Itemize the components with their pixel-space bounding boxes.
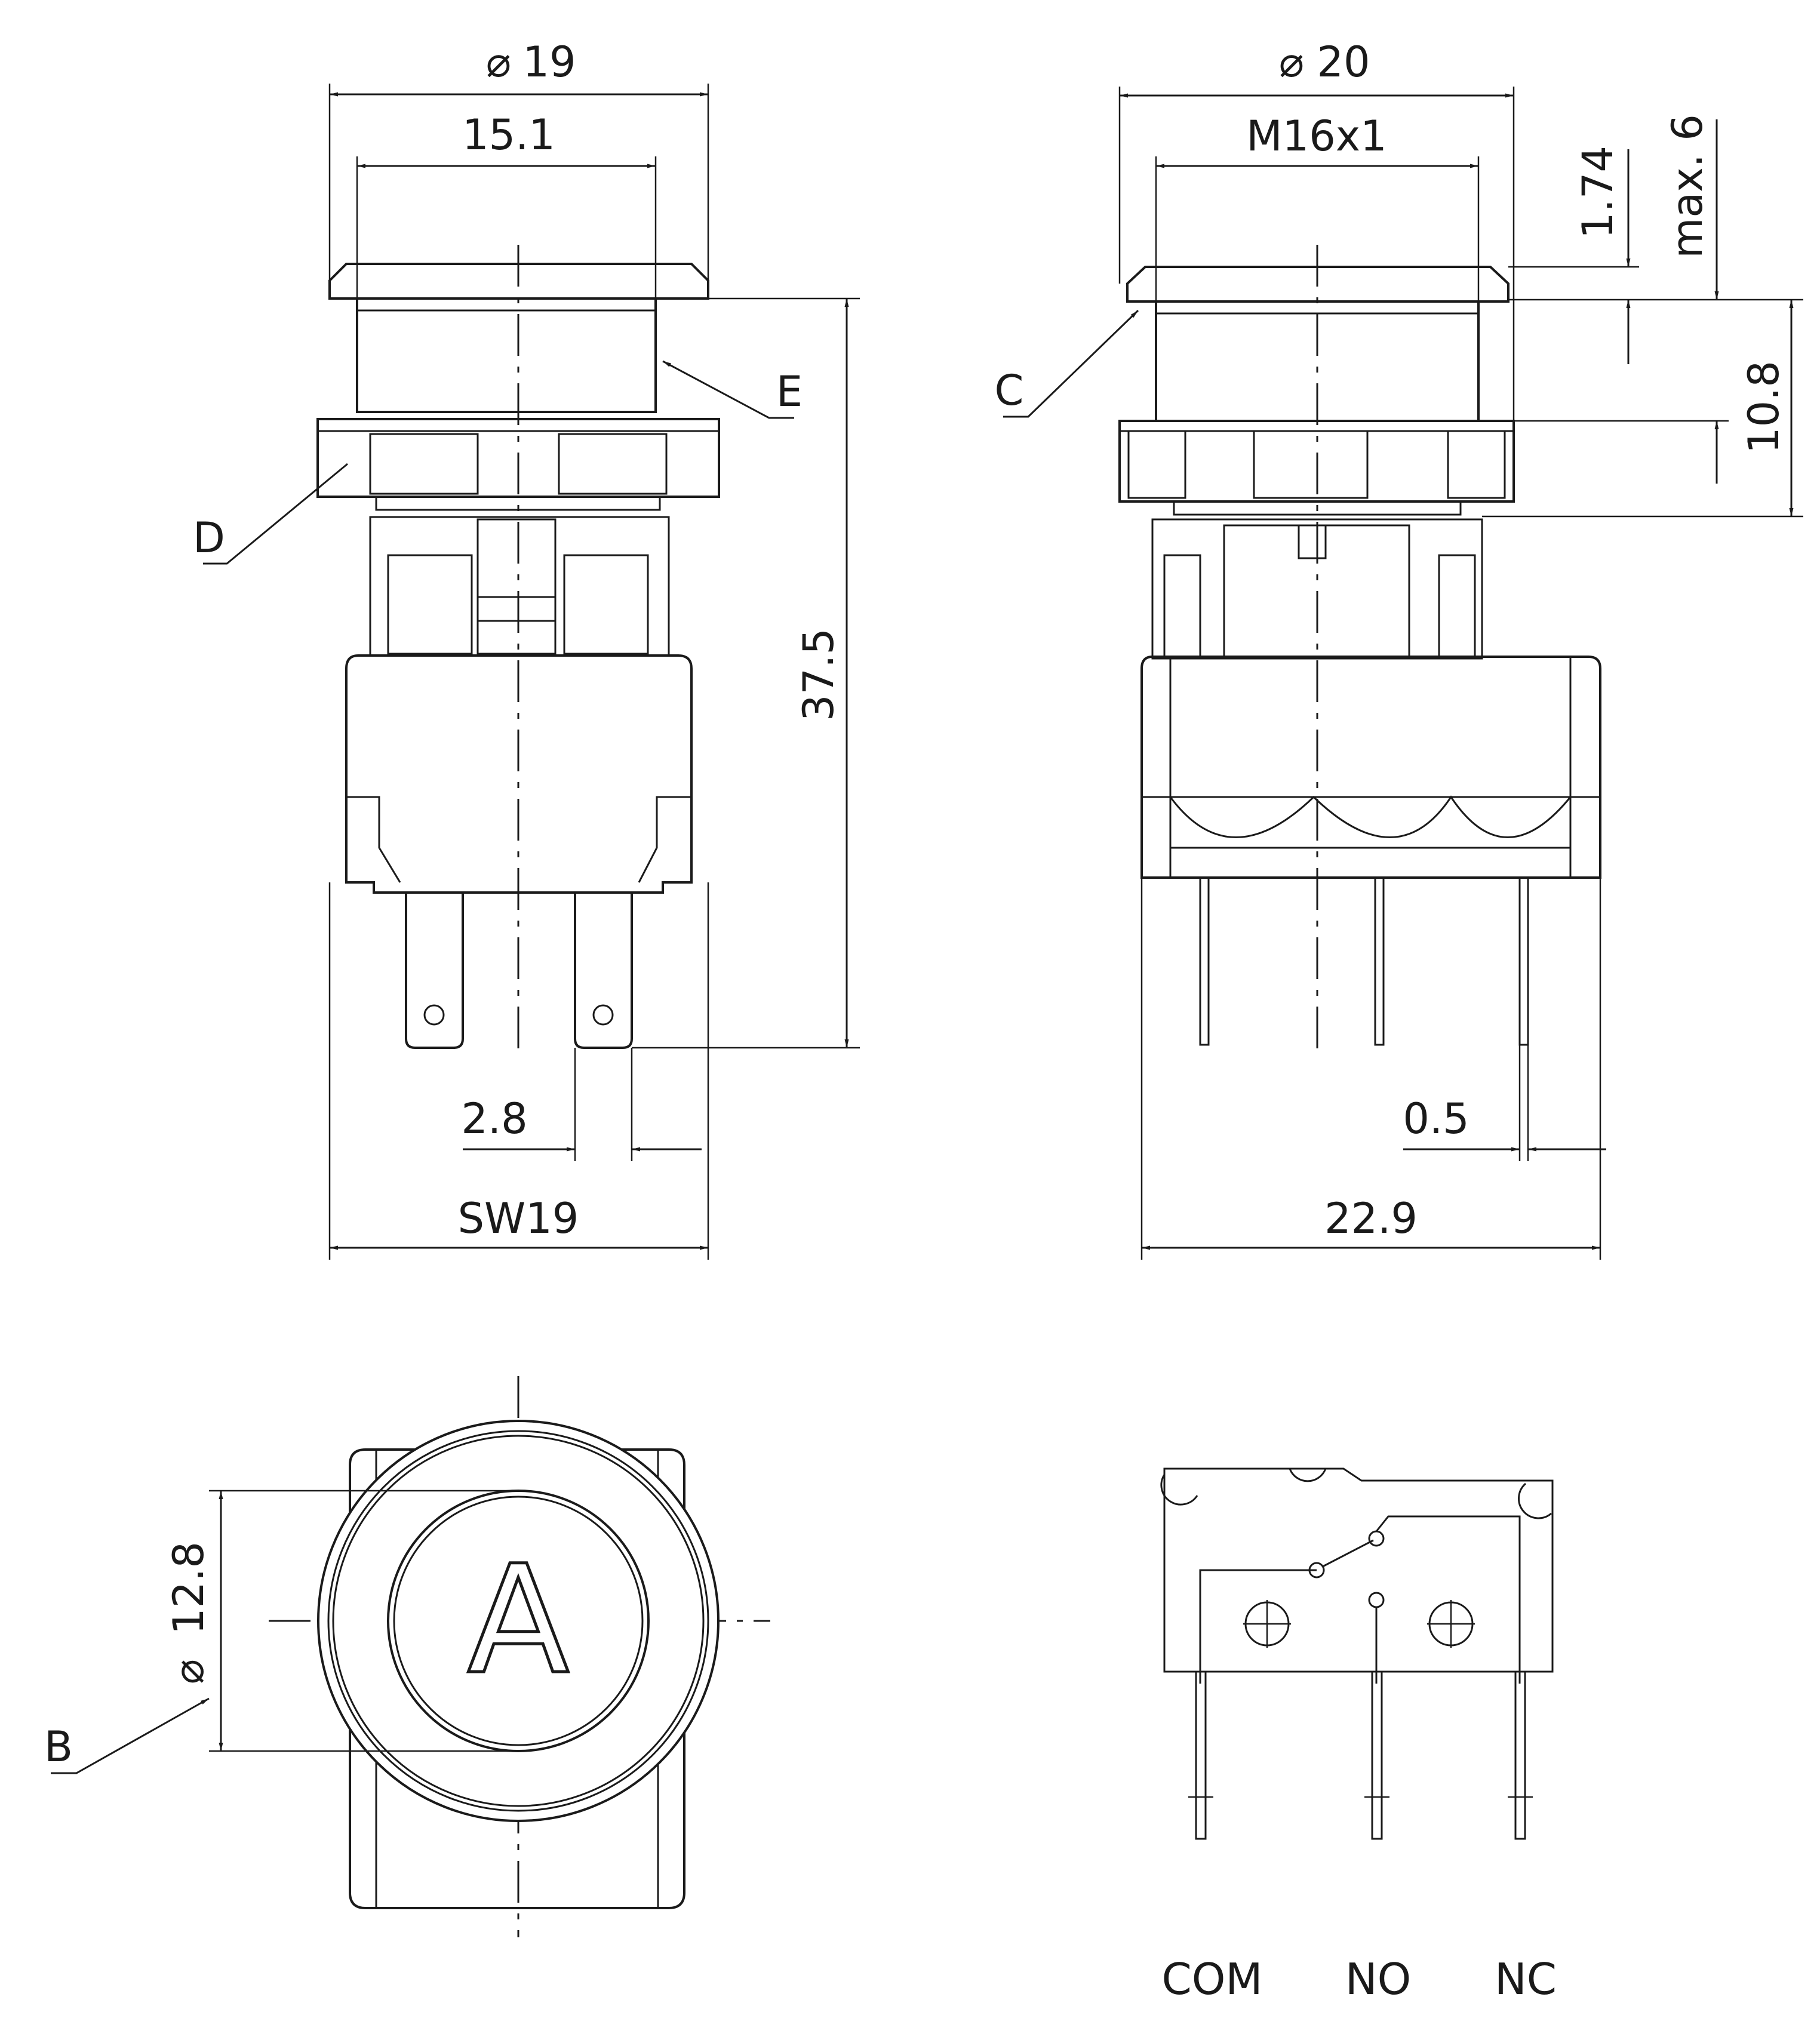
side-cap bbox=[1126, 266, 1510, 303]
front-mechanism bbox=[369, 516, 670, 657]
top-label-b: B bbox=[44, 1722, 73, 1771]
schematic-pin-nc bbox=[1514, 1670, 1526, 1840]
pin-label-nc: NC bbox=[1495, 1954, 1557, 2004]
side-dim-m16-value: M16x1 bbox=[1246, 112, 1386, 161]
front-leader-e bbox=[662, 360, 794, 419]
side-wave bbox=[1169, 795, 1572, 838]
front-dim-sw19-value: SW19 bbox=[458, 1194, 579, 1243]
front-leader-d bbox=[203, 463, 348, 565]
pin-label-no: NO bbox=[1345, 1954, 1412, 2004]
front-dim-19-value: 19 bbox=[522, 38, 576, 87]
top-bezel-outer bbox=[317, 1420, 720, 1822]
side-leader-c bbox=[1003, 309, 1139, 418]
side-housing bbox=[1140, 656, 1601, 879]
front-dim-19-symbol: ⌀ bbox=[486, 38, 511, 87]
side-dim-20-value: 20 bbox=[1317, 38, 1370, 87]
front-housing bbox=[345, 654, 693, 894]
side-pin-2 bbox=[1374, 876, 1385, 1046]
front-label-d: D bbox=[193, 513, 225, 562]
top-housing bbox=[349, 1448, 685, 1909]
side-dim-229-value: 22.9 bbox=[1324, 1194, 1418, 1243]
side-dim-05-value: 0.5 bbox=[1403, 1094, 1469, 1143]
side-mechanism bbox=[1151, 518, 1483, 660]
side-label-c: C bbox=[995, 366, 1024, 415]
top-leader-b bbox=[51, 1697, 210, 1774]
front-dim-375-value: 37.5 bbox=[794, 628, 843, 721]
schematic-outline bbox=[1163, 1467, 1554, 1673]
side-pin-3 bbox=[1518, 876, 1529, 1046]
front-cap-body bbox=[356, 297, 657, 413]
top-dim-128-symbol: ⌀ bbox=[164, 1659, 213, 1684]
side-dim-max6-value: max. 6 bbox=[1663, 114, 1712, 259]
pin-label-com: COM bbox=[1161, 1954, 1262, 2004]
top-dim-128-value: 12.8 bbox=[164, 1541, 213, 1635]
top-view bbox=[51, 1376, 770, 1937]
side-dim-174-value: 1.74 bbox=[1573, 146, 1622, 239]
front-dim-28-value: 2.8 bbox=[461, 1094, 527, 1143]
front-tab-left bbox=[405, 893, 464, 1049]
button-symbol-a: A bbox=[467, 1533, 569, 1707]
side-dim-108-value: 10.8 bbox=[1739, 361, 1788, 454]
front-view bbox=[203, 84, 860, 1260]
side-dim-20-symbol: ⌀ bbox=[1279, 38, 1304, 87]
front-tab-right bbox=[574, 893, 633, 1049]
schematic-pin-com bbox=[1195, 1670, 1207, 1840]
front-label-e: E bbox=[776, 367, 803, 416]
front-dim-15-value: 15.1 bbox=[462, 110, 555, 159]
side-view bbox=[1003, 87, 1803, 1260]
schematic bbox=[1160, 1467, 1554, 1840]
schematic-pin-no bbox=[1371, 1670, 1383, 1840]
side-pin-1 bbox=[1199, 876, 1210, 1046]
